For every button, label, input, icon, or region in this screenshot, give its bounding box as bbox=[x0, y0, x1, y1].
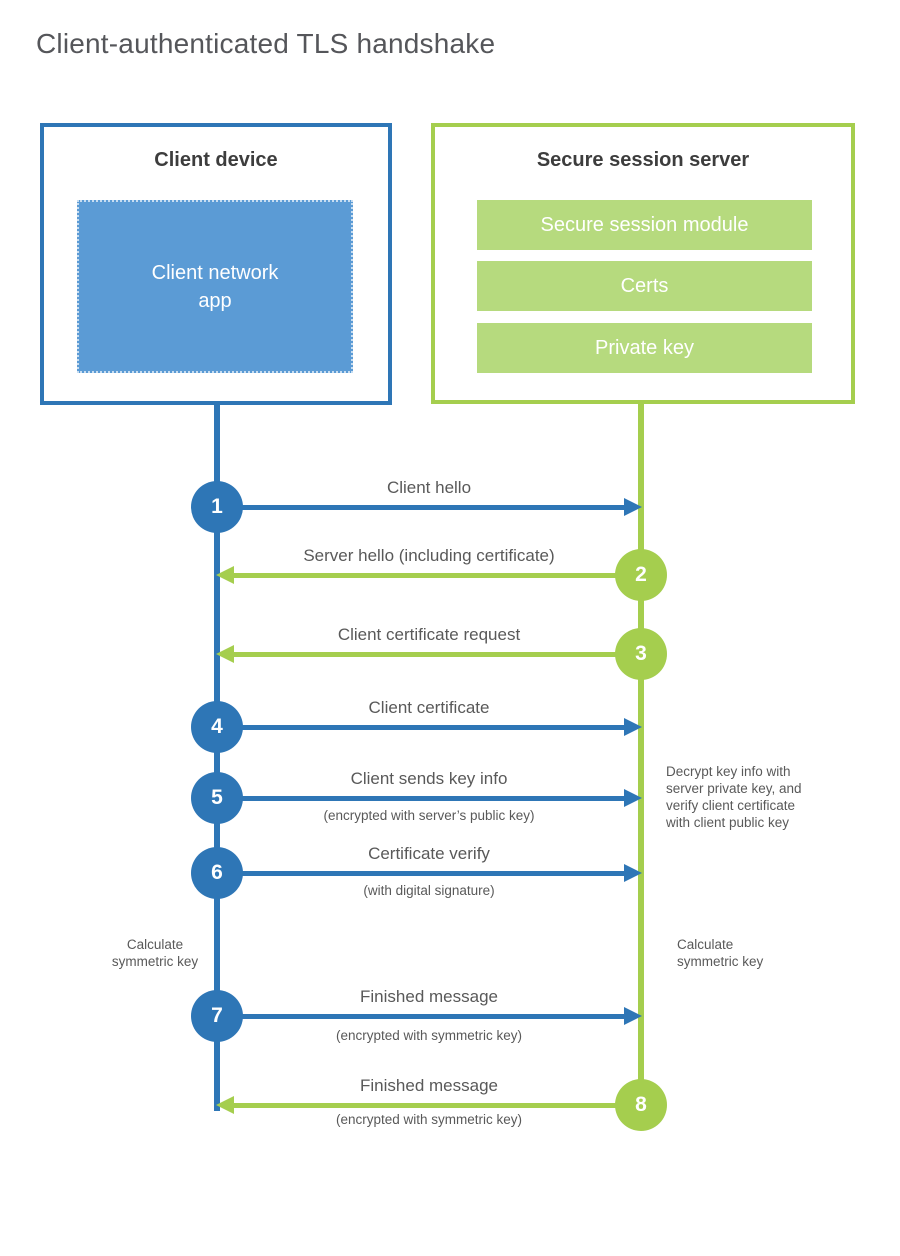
step6-arrowhead-icon bbox=[624, 864, 642, 882]
step8-sublabel: (encrypted with symmetric key) bbox=[335, 1112, 523, 1127]
step1-arrowhead-icon bbox=[624, 498, 642, 516]
step5-sublabel: (encrypted with server’s public key) bbox=[323, 808, 535, 823]
server-decrypt-note: Decrypt key info with server private key… bbox=[666, 763, 846, 831]
step4-arrow bbox=[217, 725, 629, 730]
step7-number-badge: 7 bbox=[191, 990, 243, 1042]
client-network-app-box: Client network app bbox=[77, 200, 353, 373]
step5-number-badge: 5 bbox=[191, 772, 243, 824]
client-calc-line1: Calculate bbox=[126, 937, 184, 952]
step5-label: Client sends key info bbox=[350, 769, 508, 788]
step4-number-badge: 4 bbox=[191, 701, 243, 753]
client-app-label-line2: app bbox=[198, 289, 232, 312]
step6-sublabel: (with digital signature) bbox=[363, 883, 495, 898]
step3-arrow bbox=[232, 652, 641, 657]
step7-sublabel: (encrypted with symmetric key) bbox=[335, 1028, 523, 1043]
step6-label: Certificate verify bbox=[368, 844, 490, 863]
step8-label: Finished message bbox=[360, 1076, 498, 1095]
client-app-label-line1: Client network bbox=[151, 261, 279, 284]
client-calc-line2: symmetric key bbox=[111, 954, 199, 969]
diagram-title: Client-authenticated TLS handshake bbox=[36, 28, 496, 59]
step5-arrow bbox=[217, 796, 629, 801]
step3-label: Client certificate request bbox=[337, 625, 521, 644]
secure-session-server-title: Secure session server bbox=[536, 149, 750, 171]
step2-arrowhead-icon bbox=[216, 566, 234, 584]
client-device-box: Client device Client network app bbox=[40, 123, 392, 405]
client-device-title: Client device bbox=[154, 149, 278, 171]
step1-label: Client hello bbox=[386, 478, 472, 497]
step7-label: Finished message bbox=[360, 987, 498, 1006]
server-calc-line1: Calculate bbox=[677, 937, 734, 952]
step2-number-badge: 2 bbox=[615, 549, 667, 601]
step3-number-badge: 3 bbox=[615, 628, 667, 680]
step4-arrowhead-icon bbox=[624, 718, 642, 736]
step8-arrowhead-icon bbox=[216, 1096, 234, 1114]
decrypt-note-line3: verify client certificate bbox=[666, 798, 796, 813]
step6-number-badge: 6 bbox=[191, 847, 243, 899]
step2-label: Server hello (including certificate) bbox=[303, 546, 555, 565]
client-lifeline bbox=[214, 403, 220, 1111]
step8-number-badge: 8 bbox=[615, 1079, 667, 1131]
client-calculate-key-note: Calculate symmetric key bbox=[92, 936, 218, 970]
step4-label: Client certificate bbox=[368, 698, 490, 717]
server-module-certs: Certs bbox=[477, 261, 812, 311]
decrypt-note-line4: with client public key bbox=[666, 815, 790, 830]
step7-arrowhead-icon bbox=[624, 1007, 642, 1025]
server-lifeline bbox=[638, 402, 644, 1105]
step1-arrow bbox=[217, 505, 629, 510]
step7-arrow bbox=[217, 1014, 629, 1019]
server-module-secure-session: Secure session module bbox=[477, 200, 812, 250]
decrypt-note-line2: server private key, and bbox=[666, 781, 802, 796]
step6-arrow bbox=[217, 871, 629, 876]
step1-number-badge: 1 bbox=[191, 481, 243, 533]
decrypt-note-line1: Decrypt key info with bbox=[666, 764, 791, 779]
server-module-private-key: Private key bbox=[477, 323, 812, 373]
server-calc-line2: symmetric key bbox=[677, 954, 764, 969]
step3-arrowhead-icon bbox=[216, 645, 234, 663]
secure-session-server-box: Secure session server Secure session mod… bbox=[431, 123, 855, 404]
server-calculate-key-note: Calculate symmetric key bbox=[677, 936, 803, 970]
step8-arrow bbox=[232, 1103, 641, 1108]
step5-arrowhead-icon bbox=[624, 789, 642, 807]
step2-arrow bbox=[232, 573, 641, 578]
